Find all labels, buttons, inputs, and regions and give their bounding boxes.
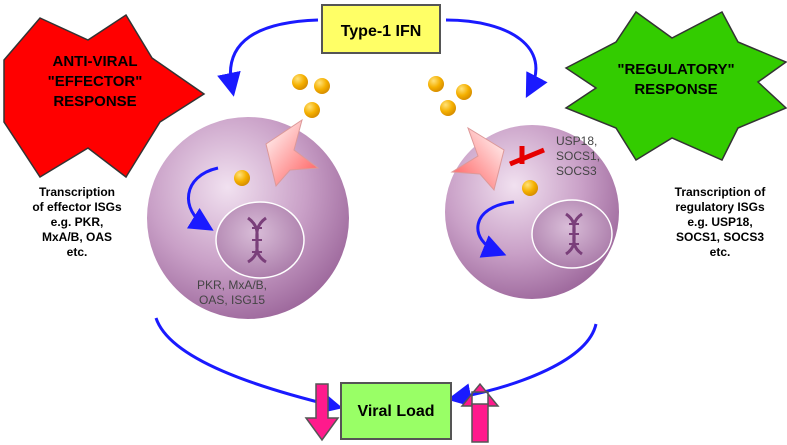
right-star-line-1: "REGULATORY" — [617, 61, 734, 78]
right-signal-arrow — [476, 200, 515, 258]
left-side-text-line-2: of effector ISGs — [32, 200, 122, 214]
type1-ifn-box: Type-1 IFN — [321, 4, 441, 54]
right-side-text-line-3: e.g. USP18, — [687, 215, 752, 229]
right-side-text: Transcription of regulatory ISGs e.g. US… — [675, 185, 767, 259]
left-side-text-line-3: e.g. PKR, — [51, 215, 104, 229]
regulatory-response-star: "REGULATORY" RESPONSE — [564, 10, 787, 162]
left-signal-dot — [234, 170, 250, 186]
left-ligand-dot-1 — [292, 74, 308, 90]
right-dna-icon — [565, 212, 583, 256]
left-cell-to-viral-load-arrow — [154, 317, 343, 415]
right-cell: USP18, SOCS1, SOCS3 — [443, 123, 621, 301]
right-cell-inhibitors-line-3: SOCS3 — [556, 164, 597, 178]
right-ligand-dot-1 — [428, 76, 444, 92]
left-side-text-line-5: etc. — [67, 245, 88, 259]
left-star-line-2: "EFFECTOR" — [48, 73, 143, 90]
left-star-line-1: ANTI-VIRAL — [53, 53, 138, 70]
right-side-text-line-4: SOCS1, SOCS3 — [676, 230, 764, 244]
right-side-text-line-1: Transcription of — [675, 185, 767, 199]
anti-viral-effector-star: ANTI-VIRAL "EFFECTOR" RESPONSE — [3, 13, 206, 179]
ifn-to-right-cell-arrow — [445, 18, 548, 98]
right-ligand-dot-3 — [440, 100, 456, 116]
left-cell: PKR, MxA/B, OAS, ISG15 — [145, 115, 351, 321]
viral-load-up-arrow-shaft — [471, 403, 489, 443]
left-dna-icon — [247, 216, 267, 264]
right-receptor-chevron — [450, 126, 505, 192]
left-side-text-line-4: MxA/B, OAS — [42, 230, 112, 244]
left-side-text: Transcription of effector ISGs e.g. PKR,… — [32, 185, 122, 259]
right-cell-inhibitors-line-2: SOCS1, — [556, 149, 600, 163]
type1-ifn-label: Type-1 IFN — [341, 23, 422, 40]
right-side-text-line-5: etc. — [710, 245, 731, 259]
right-signal-dot — [522, 180, 538, 196]
left-star-line-3: RESPONSE — [53, 93, 136, 110]
left-cell-genes-line-2: OAS, ISG15 — [199, 293, 265, 307]
left-ligand-dot-3 — [304, 102, 320, 118]
left-ligand-dot-2 — [314, 78, 330, 94]
right-cell-inhibitors-line-1: USP18, — [556, 134, 597, 148]
inhibitor-t-bar — [509, 146, 545, 167]
right-star-line-2: RESPONSE — [634, 81, 717, 98]
viral-load-label: Viral Load — [357, 403, 434, 420]
left-receptor-chevron — [265, 118, 320, 188]
left-signal-arrow — [186, 166, 219, 231]
viral-load-up-arrow — [460, 382, 500, 407]
left-cell-genes-line-1: PKR, MxA/B, — [197, 278, 267, 292]
viral-load-box: Viral Load — [340, 382, 452, 440]
viral-load-down-arrow — [304, 383, 340, 442]
right-side-text-line-2: regulatory ISGs — [675, 200, 765, 214]
left-side-text-line-1: Transcription — [39, 185, 115, 199]
ifn-to-left-cell-arrow — [217, 18, 319, 97]
right-cell-to-viral-load-arrow — [447, 323, 598, 408]
right-ligand-dot-2 — [456, 84, 472, 100]
